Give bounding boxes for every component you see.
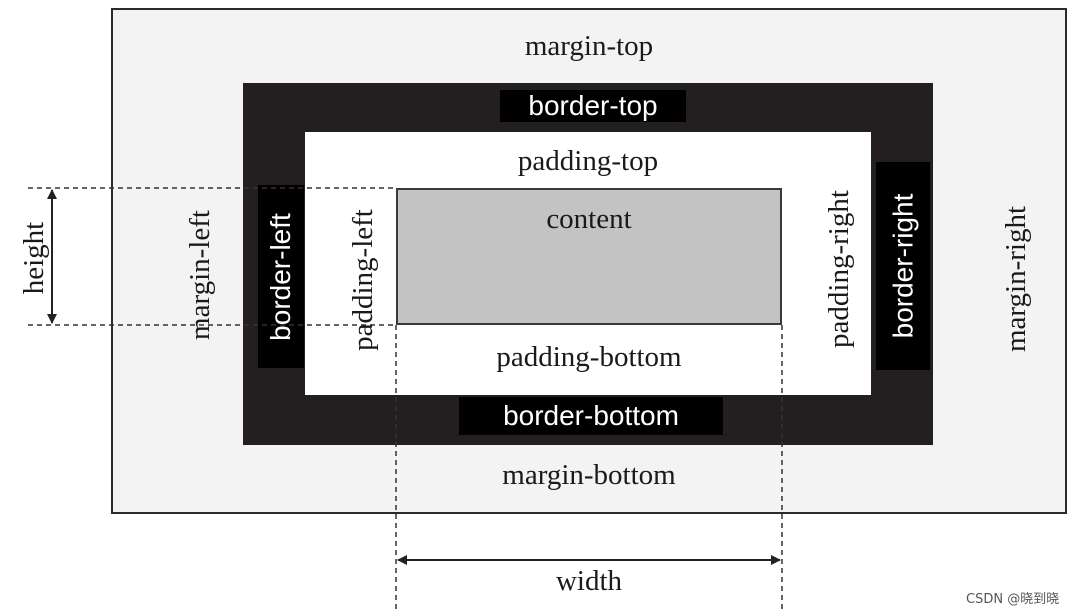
- padding-bottom-label: padding-bottom: [496, 341, 682, 373]
- content-label: content: [546, 203, 632, 235]
- border-top-label: border-top: [500, 90, 686, 122]
- width-label: width: [555, 565, 623, 597]
- margin-bottom-label: margin-bottom: [502, 459, 676, 491]
- content-area: [396, 188, 782, 325]
- border-bottom-label: border-bottom: [459, 397, 723, 435]
- margin-top-label: margin-top: [524, 30, 654, 62]
- border-left-tag: border-left: [258, 185, 304, 368]
- border-right-tag: border-right: [876, 162, 930, 370]
- padding-top-label: padding-top: [517, 145, 659, 177]
- height-label: height: [18, 221, 50, 295]
- watermark: CSDN @晓到晓: [966, 592, 1060, 607]
